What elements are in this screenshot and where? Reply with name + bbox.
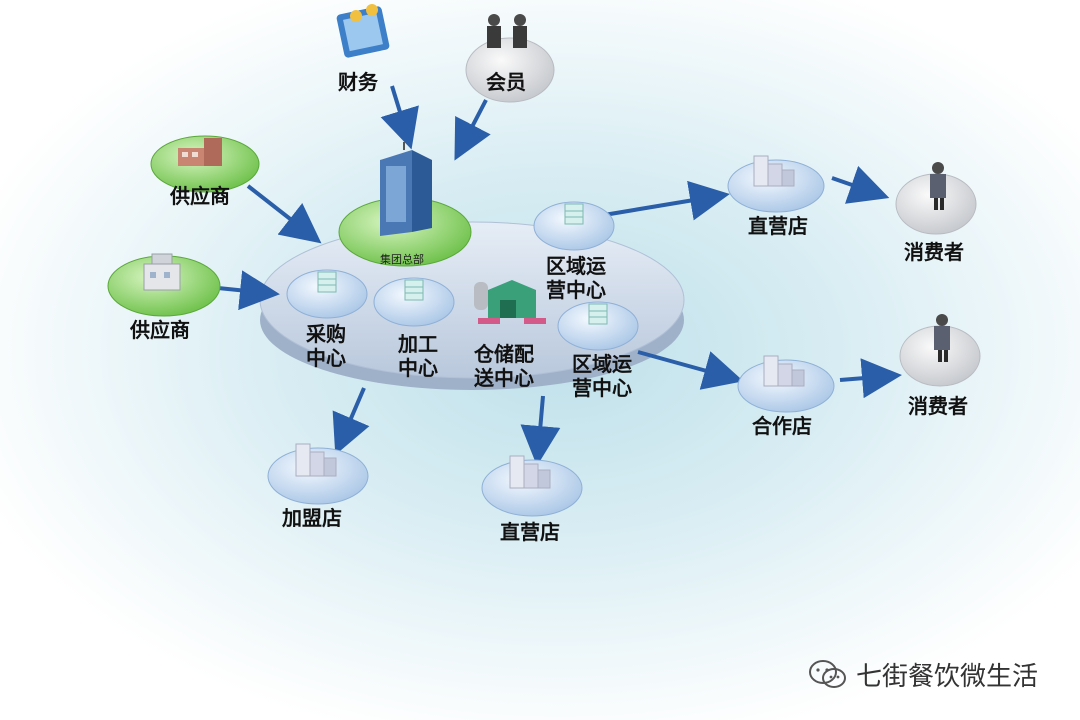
label-warehouse-1: 仓储配 [474,342,534,366]
label-member: 会员 [486,70,526,94]
label-supplier-top: 供应商 [170,184,230,208]
distribution-center-icon [474,280,546,324]
label-processing-1: 加工 [398,332,438,356]
arrow-regional-to-partner [637,350,744,390]
finance-icon [336,4,390,58]
label-purchasing-1: 采购 [306,322,346,346]
arrow-supplier-left [217,270,280,311]
arrow-finance-to-hq [380,85,419,150]
hub-regional-bottom [557,301,639,351]
arrow-to-direct-bottom [520,395,561,466]
arrow-supplier-top [246,184,322,244]
arrow-member-to-hq [454,99,491,161]
label-regional-top-1: 区域运 [546,254,606,278]
wechat-icon [809,659,846,688]
consumer-top-node [895,162,977,235]
arrow-direct-to-consumer [831,165,890,204]
label-finance: 财务 [338,70,378,94]
label-franchise-store: 加盟店 [282,506,342,530]
arrow-regional-to-direct [597,180,730,221]
label-direct-store-right: 直营店 [748,214,808,238]
arrow-to-franchise [332,387,370,456]
label-processing-2: 中心 [398,356,438,380]
hub-regional-top [533,201,615,251]
supplier-top-node [150,135,260,193]
label-warehouse-2: 送中心 [474,366,534,390]
label-headquarters: 集团总部 [380,253,424,266]
label-supplier-left: 供应商 [130,318,190,342]
label-direct-store-bottom: 直营店 [500,520,560,544]
people-icon [487,14,527,48]
store-building-icon [295,443,337,477]
store-building-icon [753,155,795,187]
label-consumer-top: 消费者 [904,240,964,264]
factory-icon [178,138,222,166]
server-icon [588,303,608,325]
server-icon [564,203,584,225]
warehouse-building-icon [143,253,181,291]
label-purchasing-2: 中心 [306,346,346,370]
member-node [465,14,555,103]
partner-store-node [737,355,835,413]
person-icon [930,162,946,210]
store-building-icon [763,355,805,387]
store-building-icon [509,455,551,489]
arrows [217,85,902,466]
hub-purchasing [286,269,368,319]
label-regional-bottom-1: 区域运 [572,352,632,376]
supplier-left-node [107,253,221,317]
server-icon [404,279,424,301]
label-consumer-bottom: 消费者 [908,394,968,418]
office-building-icon [380,142,432,236]
label-partner-store: 合作店 [752,414,812,438]
direct-store-bottom-node [481,455,583,517]
label-regional-bottom-2: 营中心 [572,376,632,400]
person-icon [934,314,950,362]
franchise-store-node [267,443,369,505]
label-regional-top-2: 营中心 [546,278,606,302]
headquarters-node [338,142,472,267]
arrow-partner-to-consumer [839,358,902,399]
server-icon [317,271,337,293]
hub-processing [373,277,455,327]
consumer-bottom-node [899,314,981,387]
direct-store-right-node [727,155,825,213]
watermark-text: 七街餐饮微生活 [856,662,1039,692]
watermark: 七街餐饮微生活 [808,656,1038,693]
